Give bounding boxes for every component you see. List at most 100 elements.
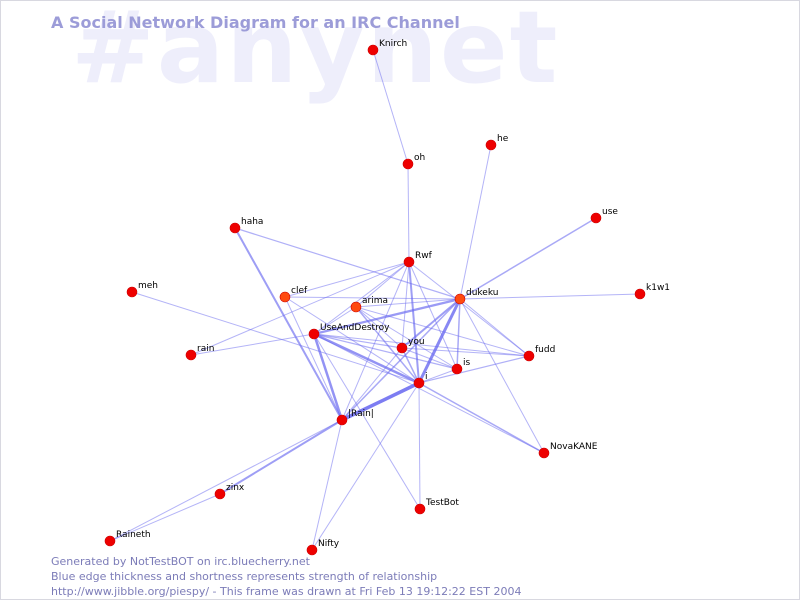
edge-useanddestroy-fudd xyxy=(313,333,530,357)
edge-useanddestroy-you xyxy=(313,333,403,349)
edge-rwf-useanddestroy xyxy=(313,261,410,335)
node-marker xyxy=(214,488,226,500)
node-label: Rwf xyxy=(415,251,433,261)
edge-arima-you xyxy=(355,306,403,349)
footer: Generated by NotTestBOT on irc.bluecherr… xyxy=(51,554,521,599)
node-oh: oh xyxy=(402,153,425,170)
node-label: arima xyxy=(362,296,388,306)
edge-useanddestroy-testbot xyxy=(313,333,421,510)
edge-useanddestroy-rain xyxy=(312,333,344,421)
node-rwf: Rwf xyxy=(403,251,433,268)
edge-rwf-rain xyxy=(341,261,410,421)
node-marker xyxy=(308,328,320,340)
edge-useanddestroy-rain xyxy=(190,333,315,356)
footer-generated-by: Generated by NotTestBOT on irc.bluecherr… xyxy=(51,555,310,568)
node-marker xyxy=(229,222,241,234)
edge-i-nifty xyxy=(311,382,420,551)
node-label: rain xyxy=(197,344,214,354)
edge-you-is xyxy=(401,347,458,370)
edge-arima-i xyxy=(355,306,420,384)
node-label: k1w1 xyxy=(646,283,670,293)
edge-use-dukeku xyxy=(459,217,597,300)
node-marker xyxy=(185,349,197,361)
edge-rwf-you xyxy=(401,261,410,349)
edge-dukeku-arima xyxy=(355,298,461,308)
node-is: is xyxy=(451,358,471,375)
node-testbot: TestBot xyxy=(414,498,459,515)
edge-you-fudd xyxy=(401,347,530,357)
node-label: dukeku xyxy=(466,288,498,298)
node-label: |Rain| xyxy=(348,409,374,419)
node-label: is xyxy=(463,358,471,368)
edge-i-is xyxy=(418,368,458,384)
node-label: fudd xyxy=(535,345,555,355)
node-k1w1: k1w1 xyxy=(634,283,670,300)
node-marker xyxy=(336,414,348,426)
footer-legend-note: Blue edge thickness and shortness repres… xyxy=(51,570,438,583)
edge-dukeku-useanddestroy xyxy=(313,297,461,336)
edge-dukeku-novakane xyxy=(459,298,545,454)
node-marker xyxy=(402,158,414,170)
edge-i-fudd xyxy=(418,355,530,384)
edge-arima-useanddestroy xyxy=(313,306,357,335)
node-marker xyxy=(350,301,362,313)
node-rain: rain xyxy=(185,344,214,361)
edge-rain-zinx xyxy=(219,419,343,495)
edge-rain-raineth xyxy=(109,419,343,542)
node-clef: clef xyxy=(279,286,308,303)
edge-haha-dukeku xyxy=(234,227,461,300)
edge-clef-rwf xyxy=(284,261,410,298)
node-marker xyxy=(485,139,497,151)
node-novakane: NovaKANE xyxy=(538,442,598,459)
node-label: use xyxy=(602,207,618,217)
node-useanddestroy: UseAndDestroy xyxy=(308,323,390,340)
edge-useanddestroy-is xyxy=(313,333,458,370)
node-raineth: Raineth xyxy=(104,530,151,547)
node-marker xyxy=(403,256,415,268)
edge-i-rain xyxy=(341,381,420,422)
node-he: he xyxy=(485,134,509,151)
node-marker xyxy=(523,350,535,362)
edge-arima-fudd xyxy=(355,306,530,357)
node-label: he xyxy=(497,134,509,144)
edge-clef-dukeku xyxy=(284,296,461,300)
node-label: meh xyxy=(138,281,158,291)
edge-dukeku-fudd xyxy=(459,298,530,357)
edge-you-rain xyxy=(341,347,403,421)
edge-dukeku-i xyxy=(417,298,462,384)
edge-clef-rain xyxy=(284,296,343,421)
node-marker xyxy=(451,363,463,375)
edge-knirch-oh xyxy=(372,49,409,165)
node-rain: |Rain| xyxy=(336,409,374,426)
node-knirch: Knirch xyxy=(367,39,407,56)
node-label: Nifty xyxy=(318,539,340,549)
edge-rwf-arima xyxy=(355,261,410,308)
node-marker xyxy=(306,544,318,556)
node-marker xyxy=(413,377,425,389)
node-label: clef xyxy=(291,286,308,296)
footer-timestamp: http://www.jibble.org/piespy/ - This fra… xyxy=(51,585,522,598)
diagram-title: A Social Network Diagram for an IRC Chan… xyxy=(51,13,460,32)
node-marker xyxy=(279,291,291,303)
node-label: Raineth xyxy=(116,530,151,540)
node-use: use xyxy=(590,207,618,224)
node-label: NovaKANE xyxy=(550,442,598,452)
node-meh: meh xyxy=(126,281,158,298)
edge-useanddestroy-i xyxy=(313,332,420,385)
edge-haha-rain xyxy=(234,227,343,421)
node-nifty: Nifty xyxy=(306,539,340,556)
node-label: Knirch xyxy=(379,39,407,49)
node-label: TestBot xyxy=(425,498,459,508)
edge-rwf-i xyxy=(408,261,420,384)
edge-oh-rwf xyxy=(407,163,410,263)
node-label: you xyxy=(408,337,425,347)
edge-rwf-fudd xyxy=(408,261,530,357)
edge-rain-nifty xyxy=(311,419,343,551)
node-zinx: zinx xyxy=(214,483,245,500)
node-marker xyxy=(454,293,466,305)
node-label: haha xyxy=(241,217,263,227)
node-label: oh xyxy=(414,153,425,163)
channel-watermark: #anynet xyxy=(71,0,560,106)
